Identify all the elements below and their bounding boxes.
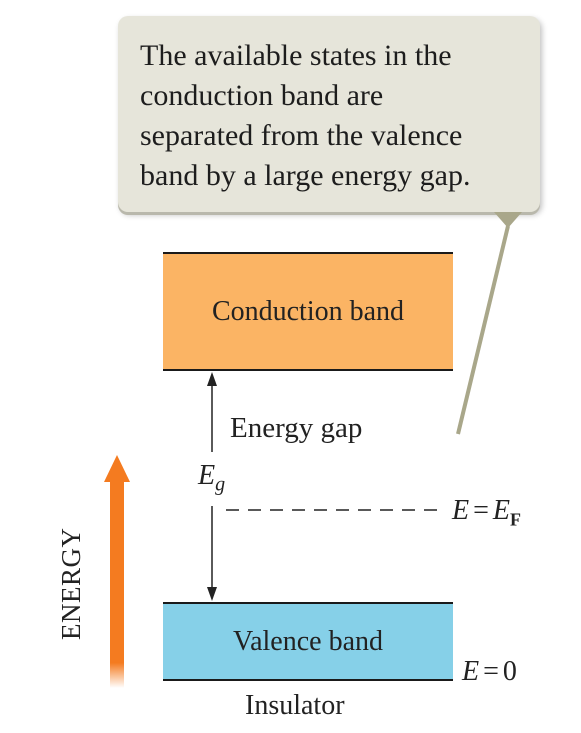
fermi-subscript: F — [510, 509, 522, 530]
conduction-band-label: Conduction band — [211, 295, 405, 327]
callout-box: The available states in the conduction b… — [118, 16, 540, 212]
gap-arrow-up-head — [207, 372, 217, 386]
eg-subscript: g — [215, 473, 226, 496]
energy-gap-label: Energy gap — [230, 412, 363, 444]
zero-e: E — [462, 656, 480, 687]
callout-line-3: separated from the valence — [140, 119, 463, 152]
zero-value: 0 — [502, 656, 517, 687]
callout-text: The available states in the conduction b… — [140, 36, 530, 196]
eg-symbol-letter: E — [198, 460, 216, 491]
callout-line-2: conduction band are — [140, 79, 384, 112]
energy-axis-label: ENERGY — [56, 527, 86, 641]
fermi-symbol: E — [492, 495, 511, 526]
callout-line-4: band by a large energy gap. — [140, 159, 471, 192]
zero-energy-label: E=0 — [462, 656, 517, 688]
eg-symbol: Eg — [198, 460, 225, 497]
valence-band: Valence band — [163, 602, 453, 681]
valence-band-label: Valence band — [232, 625, 384, 657]
callout-pointer-head — [494, 212, 522, 228]
conduction-band: Conduction band — [163, 252, 453, 371]
gap-arrow-down-head — [207, 587, 217, 601]
zero-equals: = — [483, 656, 499, 687]
energy-arrow-shaft — [110, 478, 124, 688]
callout-line-1: The available states in the — [140, 39, 452, 72]
fermi-e: E — [452, 495, 470, 526]
fermi-level-label: E=EF — [452, 495, 521, 531]
fermi-equals: = — [473, 495, 489, 526]
energy-arrow-head — [104, 455, 130, 482]
material-label: Insulator — [245, 690, 345, 721]
callout-pointer-line — [456, 225, 510, 435]
